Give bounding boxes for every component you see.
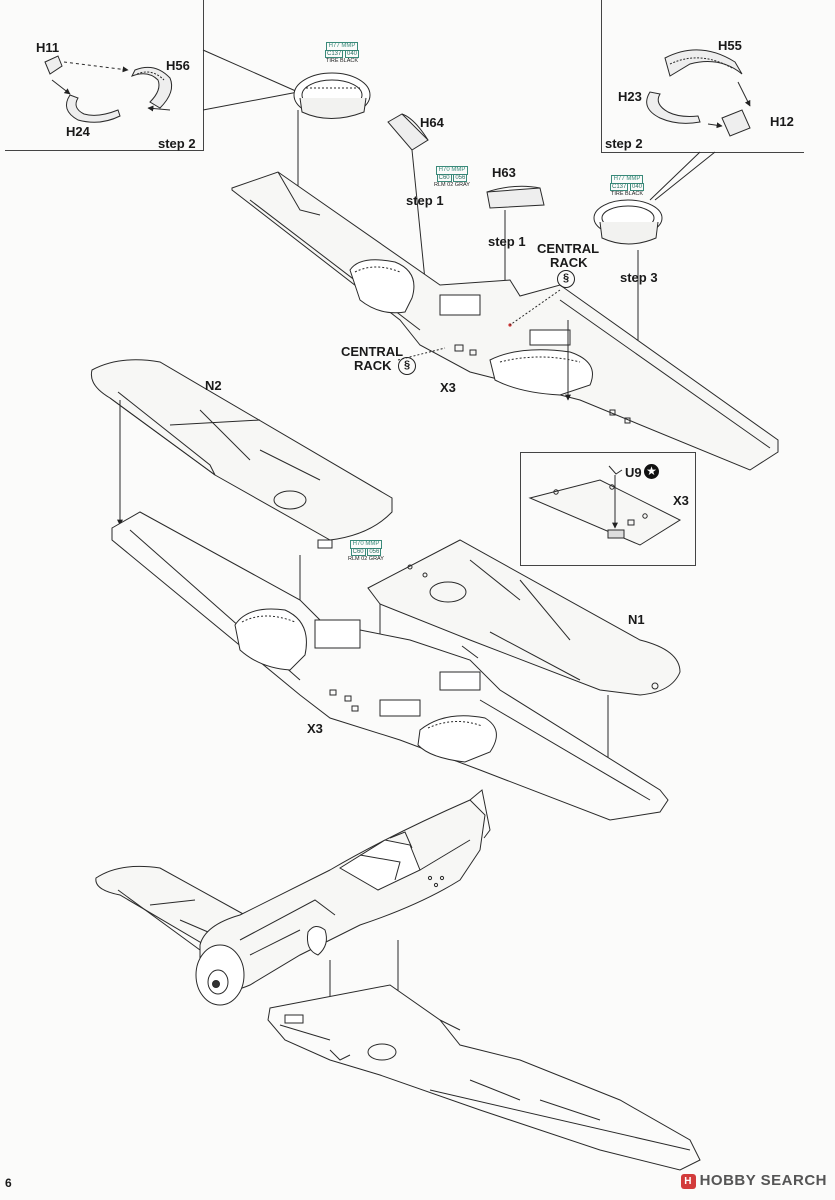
x3-detail-panel xyxy=(528,465,682,546)
paint-callout-tire-right: H77 MMP C137 040 TIRE BLACK xyxy=(609,175,645,197)
part-label-x3-top: X3 xyxy=(440,380,456,395)
central-rack-left-line1: CENTRAL xyxy=(341,344,404,359)
fuselage-assembly xyxy=(95,789,491,1006)
inset-right-step2 xyxy=(601,0,804,153)
part-label-x3-middle: X3 xyxy=(307,721,323,736)
watermark-text: HOBBY SEARCH xyxy=(699,1172,827,1189)
central-rack-right-line1: CENTRAL xyxy=(537,241,600,256)
paint-callout-tire-left: H77 MMP C137 040 TIRE BLACK xyxy=(324,42,360,64)
rack-symbol-left-icon: § xyxy=(398,357,416,375)
part-label-h63: H63 xyxy=(492,165,516,180)
upper-wing-half-n1 xyxy=(367,539,681,696)
lower-wing-bottom xyxy=(267,984,701,1171)
part-h64 xyxy=(387,113,429,151)
part-h63 xyxy=(486,185,545,209)
part-label-h55: H55 xyxy=(718,38,742,53)
part-label-h64: H64 xyxy=(420,115,444,130)
part-label-h24: H24 xyxy=(66,124,90,139)
part-label-u9: U9 xyxy=(625,465,642,480)
part-label-h56: H56 xyxy=(166,58,190,73)
step-label-step1-b: step 1 xyxy=(488,234,526,249)
part-h11-clip xyxy=(44,55,63,75)
part-label-n2: N2 xyxy=(205,378,222,393)
paint-callout-rlm-lower: H70 MMP C60 056 RLM 02 GRAY xyxy=(348,540,384,562)
part-h24-ring xyxy=(65,94,121,123)
inset-x3-detail xyxy=(520,452,696,566)
step-label-left-step2: step 2 xyxy=(158,136,196,151)
paint-callout-rlm-upper: H70 MMP C60 056 RLM 02 GRAY xyxy=(434,166,470,188)
page-number: 6 xyxy=(5,1176,12,1190)
part-label-h23: H23 xyxy=(618,89,642,104)
central-rack-right-line2: RACK xyxy=(550,255,588,270)
watermark-logo-icon: H xyxy=(680,1174,696,1189)
step-label-step1-a: step 1 xyxy=(406,193,444,208)
rack-symbol-right-icon: § xyxy=(557,270,575,288)
inset-left-step2 xyxy=(5,0,204,151)
central-rack-left-line2: RACK xyxy=(354,358,392,373)
part-h23-ring xyxy=(646,91,701,124)
upper-wing-half-n2 xyxy=(90,359,393,549)
lower-wing-top xyxy=(231,171,779,471)
part-label-h11: H11 xyxy=(36,40,60,55)
step-label-right-step2: step 2 xyxy=(605,136,643,151)
part-h55-ring xyxy=(664,49,743,77)
step-label-step3: step 3 xyxy=(620,270,658,285)
part-h12-clip xyxy=(721,109,751,137)
star-marking-icon: ★ xyxy=(644,464,659,479)
lower-wing-middle xyxy=(111,511,669,821)
part-h56-ring xyxy=(130,66,173,109)
part-label-h12: H12 xyxy=(770,114,794,129)
wheel-well-tire-right xyxy=(593,199,663,245)
part-label-n1: N1 xyxy=(628,612,645,627)
wheel-well-tire-left xyxy=(293,72,371,119)
part-label-x3-detail: X3 xyxy=(673,493,689,508)
